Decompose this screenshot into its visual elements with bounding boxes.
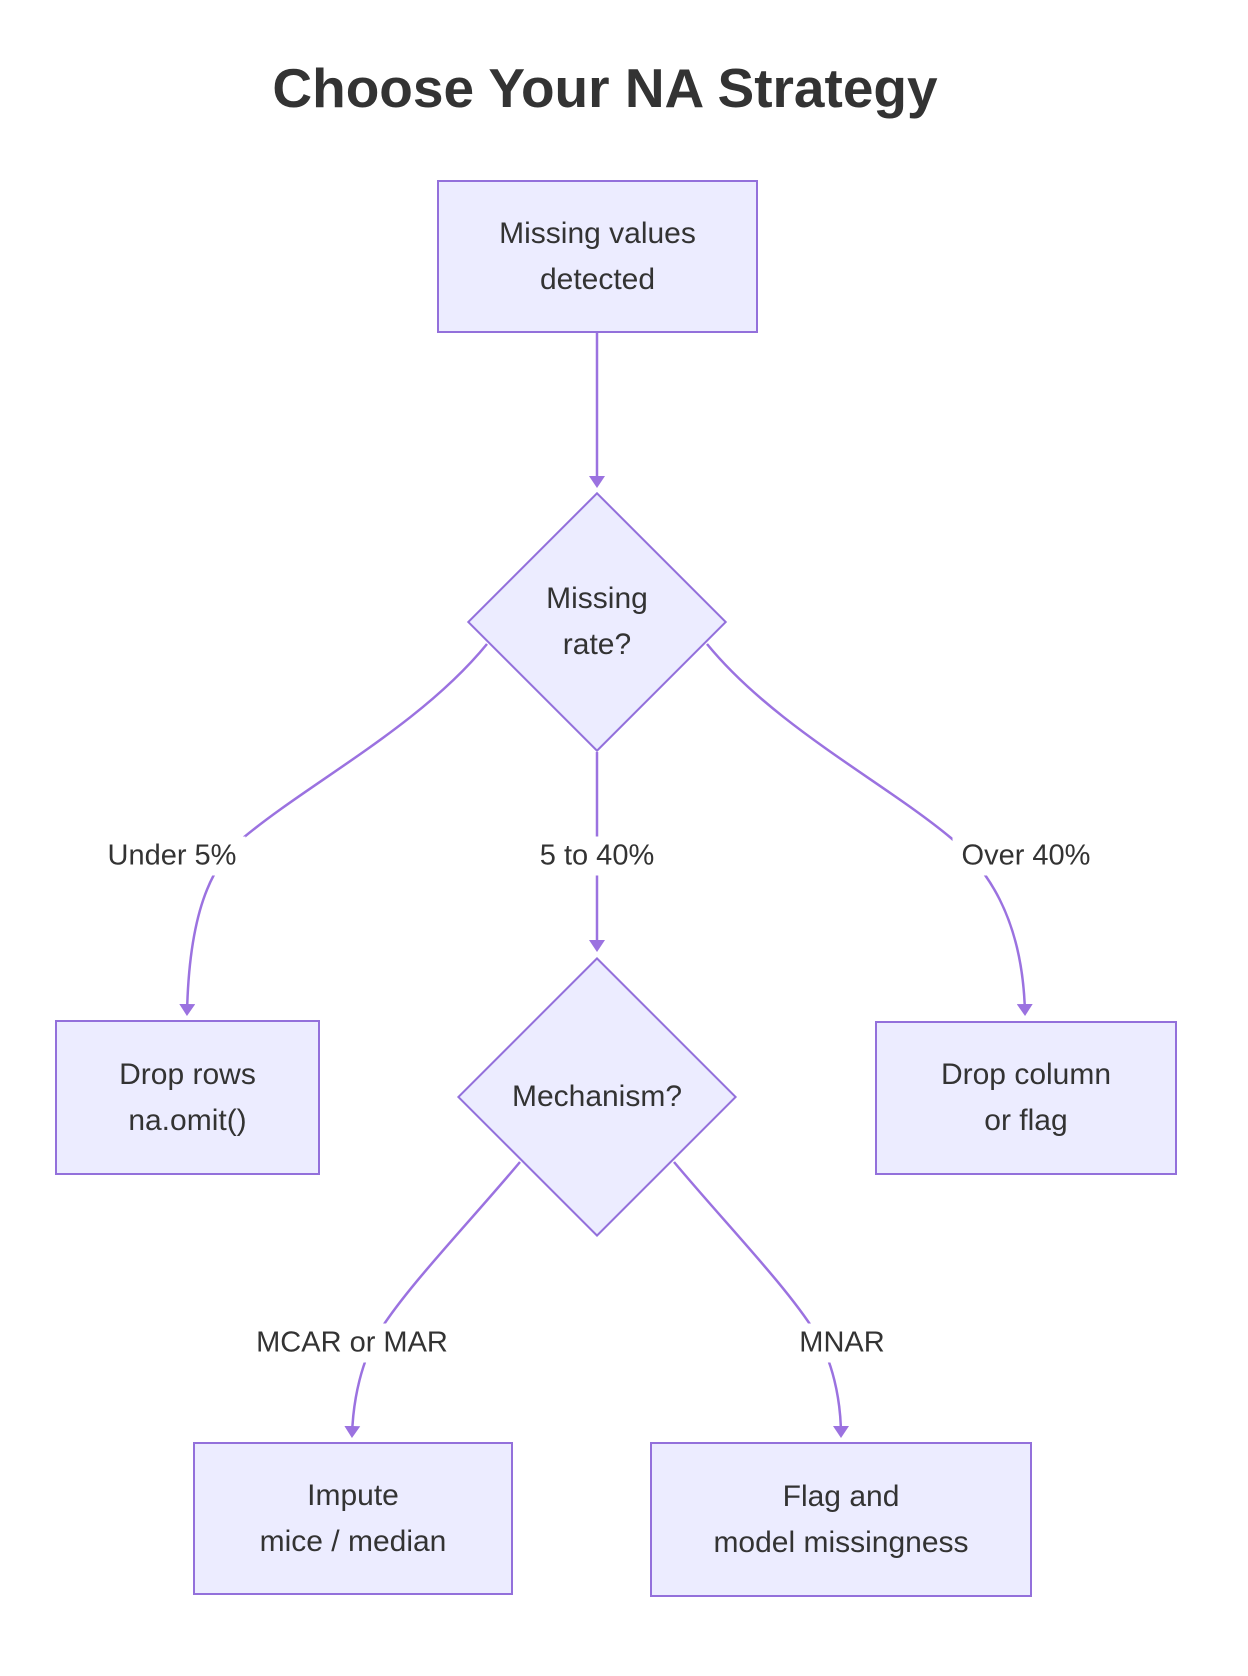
node-text-line: Drop column <box>940 1058 1112 1091</box>
node-text-line: mice / median <box>259 1524 447 1558</box>
edge-label-under-5-percent: Under 5% <box>98 836 246 876</box>
edge-missing-rate-to-drop-column <box>706 643 1033 1016</box>
node-text-line: model missingness <box>713 1525 969 1559</box>
edge-mechanism-to-impute <box>344 1161 521 1438</box>
edge-label-mcar-or-mar: MCAR or MAR <box>247 1323 457 1363</box>
node-text-line: Missing <box>546 582 648 615</box>
node-text-line: detected <box>539 262 656 296</box>
decision-text: Missing rate? <box>546 576 648 668</box>
node-text-line: Drop rows <box>119 1057 256 1091</box>
node-text-line: Impute <box>307 1478 399 1512</box>
edge-label-over-40-percent: Over 40% <box>952 836 1100 876</box>
diagram-title: Choose Your NA Strategy <box>272 57 938 119</box>
node-drop-column-or-flag: Drop column or flag <box>875 1021 1177 1175</box>
node-impute-mice-median: Impute mice / median <box>193 1442 513 1595</box>
node-text-line: rate? <box>562 628 632 661</box>
node-text-line: Mechanism? <box>511 1080 683 1113</box>
edge-missing-rate-to-drop-rows <box>179 643 488 1016</box>
node-text-line: or flag <box>984 1104 1068 1137</box>
node-drop-rows-na-omit: Drop rows na.omit() <box>55 1020 320 1175</box>
edge-label-mnar: MNAR <box>790 1323 894 1363</box>
node-text-line: na.omit() <box>128 1103 247 1137</box>
edge-mechanism-to-flag <box>673 1161 849 1438</box>
node-text-line: Missing values <box>499 216 696 250</box>
decision-text: Mechanism? <box>512 1074 682 1120</box>
node-text-line: Flag and <box>782 1479 900 1513</box>
edge-label-5-to-40-percent: 5 to 40% <box>530 836 664 876</box>
decision-mechanism: Mechanism? <box>456 956 738 1238</box>
node-flag-and-model-missingness: Flag and model missingness <box>650 1442 1032 1597</box>
node-missing-values-detected: Missing values detected <box>437 180 758 333</box>
decision-missing-rate: Missing rate? <box>466 491 728 753</box>
